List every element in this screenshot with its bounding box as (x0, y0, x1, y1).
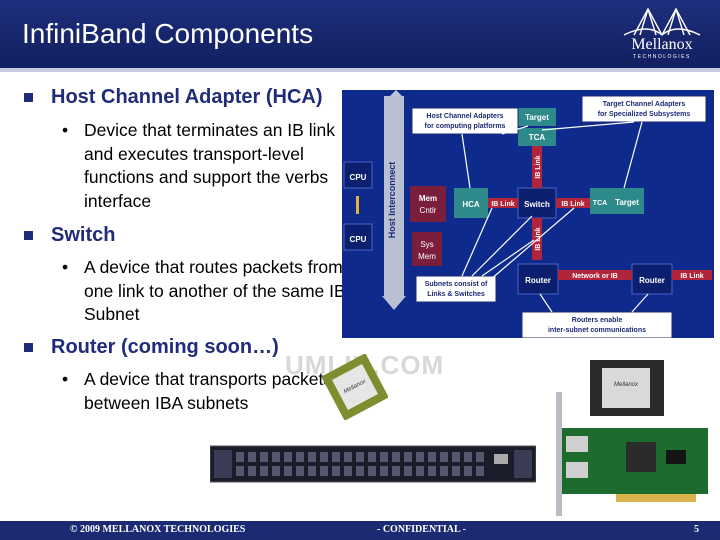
ib-link-bar (556, 198, 590, 208)
cpu-label: CPU (350, 235, 367, 244)
mem-controller-label: Mem (419, 194, 437, 203)
router-label: Router (639, 276, 665, 285)
square-bullet-icon (24, 343, 33, 352)
dot-bullet-icon: • (62, 257, 69, 277)
sub-bullet-text: Device that terminates an IB link and ex… (84, 120, 335, 211)
bullet-heading: Host Channel Adapter (HCA) (51, 86, 323, 108)
page-number: 5 (694, 524, 699, 535)
bullet-heading: Switch (51, 224, 116, 246)
callout-pointers (461, 121, 649, 313)
svg-text:Target Channel Adapters: Target Channel Adapters (603, 101, 686, 108)
switch-label: Switch (524, 200, 550, 209)
network-link-bar (558, 270, 632, 280)
title-bar: InfiniBand Components Mellanox TECHNOLOG… (0, 0, 720, 68)
dot-bullet-icon: • (62, 369, 69, 389)
target-label: Target (615, 198, 639, 207)
ib-link-label: IB Link (535, 155, 542, 178)
target-box (518, 108, 556, 126)
adapter-card-photo (556, 392, 708, 516)
svg-text:Subnets consist of: Subnets consist of (425, 281, 488, 288)
tca-box (590, 188, 610, 214)
cpu-label: CPU (350, 173, 367, 182)
ib-link-bar (532, 146, 542, 188)
cpu-box (343, 223, 373, 251)
callout-tca: Target Channel Adapters for Specialized … (581, 95, 707, 123)
logo-name: Mellanox (631, 36, 693, 53)
ib-link-label: IB Link (491, 201, 514, 208)
sub-bullet-text: A device that routes packets from one li… (84, 257, 346, 324)
svg-text:for Specialized Subsystems: for Specialized Subsystems (598, 111, 691, 118)
tca-label: TCA (593, 200, 607, 207)
cpu-box (343, 161, 373, 189)
hca-box (454, 188, 488, 218)
sys-mem-label: Sys (420, 240, 433, 249)
ib-link-bar (672, 270, 712, 280)
target-box (610, 188, 644, 214)
footer-confidential: - CONFIDENTIAL - (377, 524, 466, 535)
switch-box (517, 187, 557, 219)
switch-photo (210, 445, 536, 483)
callout-subnets: Subnets consist of Links & Switches (415, 275, 497, 303)
tca-box (518, 128, 556, 146)
logo-bridge-icon (623, 7, 701, 36)
sub-bullet-text: A device that transports packets between… (84, 369, 333, 413)
svg-text:Links & Switches: Links & Switches (427, 291, 485, 298)
svg-text:for computing platforms: for computing platforms (425, 123, 506, 130)
square-bullet-icon (24, 231, 33, 240)
chip-photo-left: Mellanox (322, 354, 388, 420)
bullet-heading: Router (coming soon…) (51, 336, 279, 358)
callout-hca: Host Channel Adapters for computing plat… (411, 107, 519, 135)
ib-link-label: IB Link (680, 273, 703, 280)
router-box (517, 263, 559, 295)
ib-link-bar (488, 198, 518, 208)
tca-label: TCA (529, 133, 546, 142)
chip-label: Mellanox (614, 382, 639, 388)
chip-photo-right: Mellanox (590, 360, 664, 416)
logo-subtitle: TECHNOLOGIES (633, 54, 691, 60)
host-interconnect-bar: Host Interconnect (382, 90, 406, 310)
ib-link-label: IB Link (561, 201, 584, 208)
mem-controller-label: Cntlr (420, 206, 437, 215)
sys-mem-label: Mem (418, 252, 436, 261)
slide-title: InfiniBand Components (22, 18, 314, 49)
network-or-ib-label: Network or IB (572, 273, 618, 280)
infiniband-diagram: Host Interconnect CPU CPU Mem Cntlr Sys … (342, 90, 714, 338)
host-interconnect-label: Host Interconnect (387, 162, 397, 239)
mem-controller-box (410, 186, 446, 222)
svg-text:Host Channel Adapters: Host Channel Adapters (426, 113, 503, 120)
hca-label: HCA (462, 200, 480, 209)
callout-routers: Routers enable inter-subnet communicatio… (521, 311, 673, 338)
svg-text:Routers enable: Routers enable (572, 317, 623, 324)
target-label: Target (525, 113, 549, 122)
svg-text:inter-subnet communications: inter-subnet communications (548, 327, 646, 334)
mellanox-logo: Mellanox TECHNOLOGIES (620, 5, 704, 63)
footer-copyright: © 2009 MELLANOX TECHNOLOGIES (70, 524, 246, 535)
cpu-link (356, 196, 359, 214)
router-label: Router (525, 276, 551, 285)
footer-bar: © 2009 MELLANOX TECHNOLOGIES - CONFIDENT… (0, 521, 720, 540)
title-underline (0, 68, 720, 72)
dot-bullet-icon: • (62, 120, 69, 140)
square-bullet-icon (24, 93, 33, 102)
sys-mem-box (412, 232, 442, 266)
